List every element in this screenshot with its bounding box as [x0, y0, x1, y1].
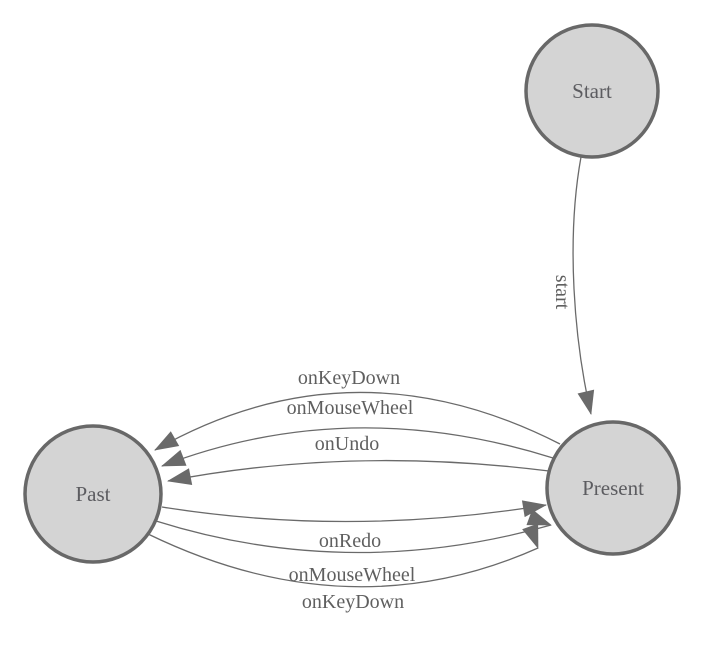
node-start[interactable]: Start — [524, 23, 660, 159]
edge-label-onkeydown-top: onKeyDown — [298, 367, 400, 389]
node-start-label: Start — [572, 79, 612, 103]
edge-present-to-past-onundo — [167, 459, 550, 486]
node-start-circle[interactable] — [524, 23, 660, 159]
edge-label-group: start onKeyDown onMouseWheel onUndo onRe… — [287, 275, 573, 613]
edge-label-onmousewheel-top: onMouseWheel — [287, 397, 414, 419]
node-present-label: Present — [582, 476, 644, 500]
edge-label-onundo: onUndo — [315, 433, 379, 455]
node-past[interactable]: Past — [23, 424, 163, 564]
edge-label-onkeydown-bottom: onKeyDown — [302, 591, 404, 613]
node-past-circle[interactable] — [23, 424, 163, 564]
edge-past-to-present-onmousewheel — [155, 509, 552, 554]
edge-present-to-past-onkeydown — [154, 391, 561, 451]
edge-group — [147, 156, 595, 588]
edge-present-to-past-onmousewheel — [161, 427, 554, 467]
node-present[interactable]: Present — [545, 420, 681, 556]
edge-label-start: start — [551, 275, 573, 310]
edge-start-to-present — [572, 156, 595, 415]
edge-past-to-present-onkeydown — [147, 523, 539, 588]
edge-past-to-present-onredo — [161, 500, 547, 523]
edge-label-onmousewheel-bottom: onMouseWheel — [289, 564, 416, 586]
edge-label-onredo: onRedo — [319, 530, 381, 552]
node-present-circle[interactable] — [545, 420, 681, 556]
node-past-label: Past — [75, 482, 110, 506]
